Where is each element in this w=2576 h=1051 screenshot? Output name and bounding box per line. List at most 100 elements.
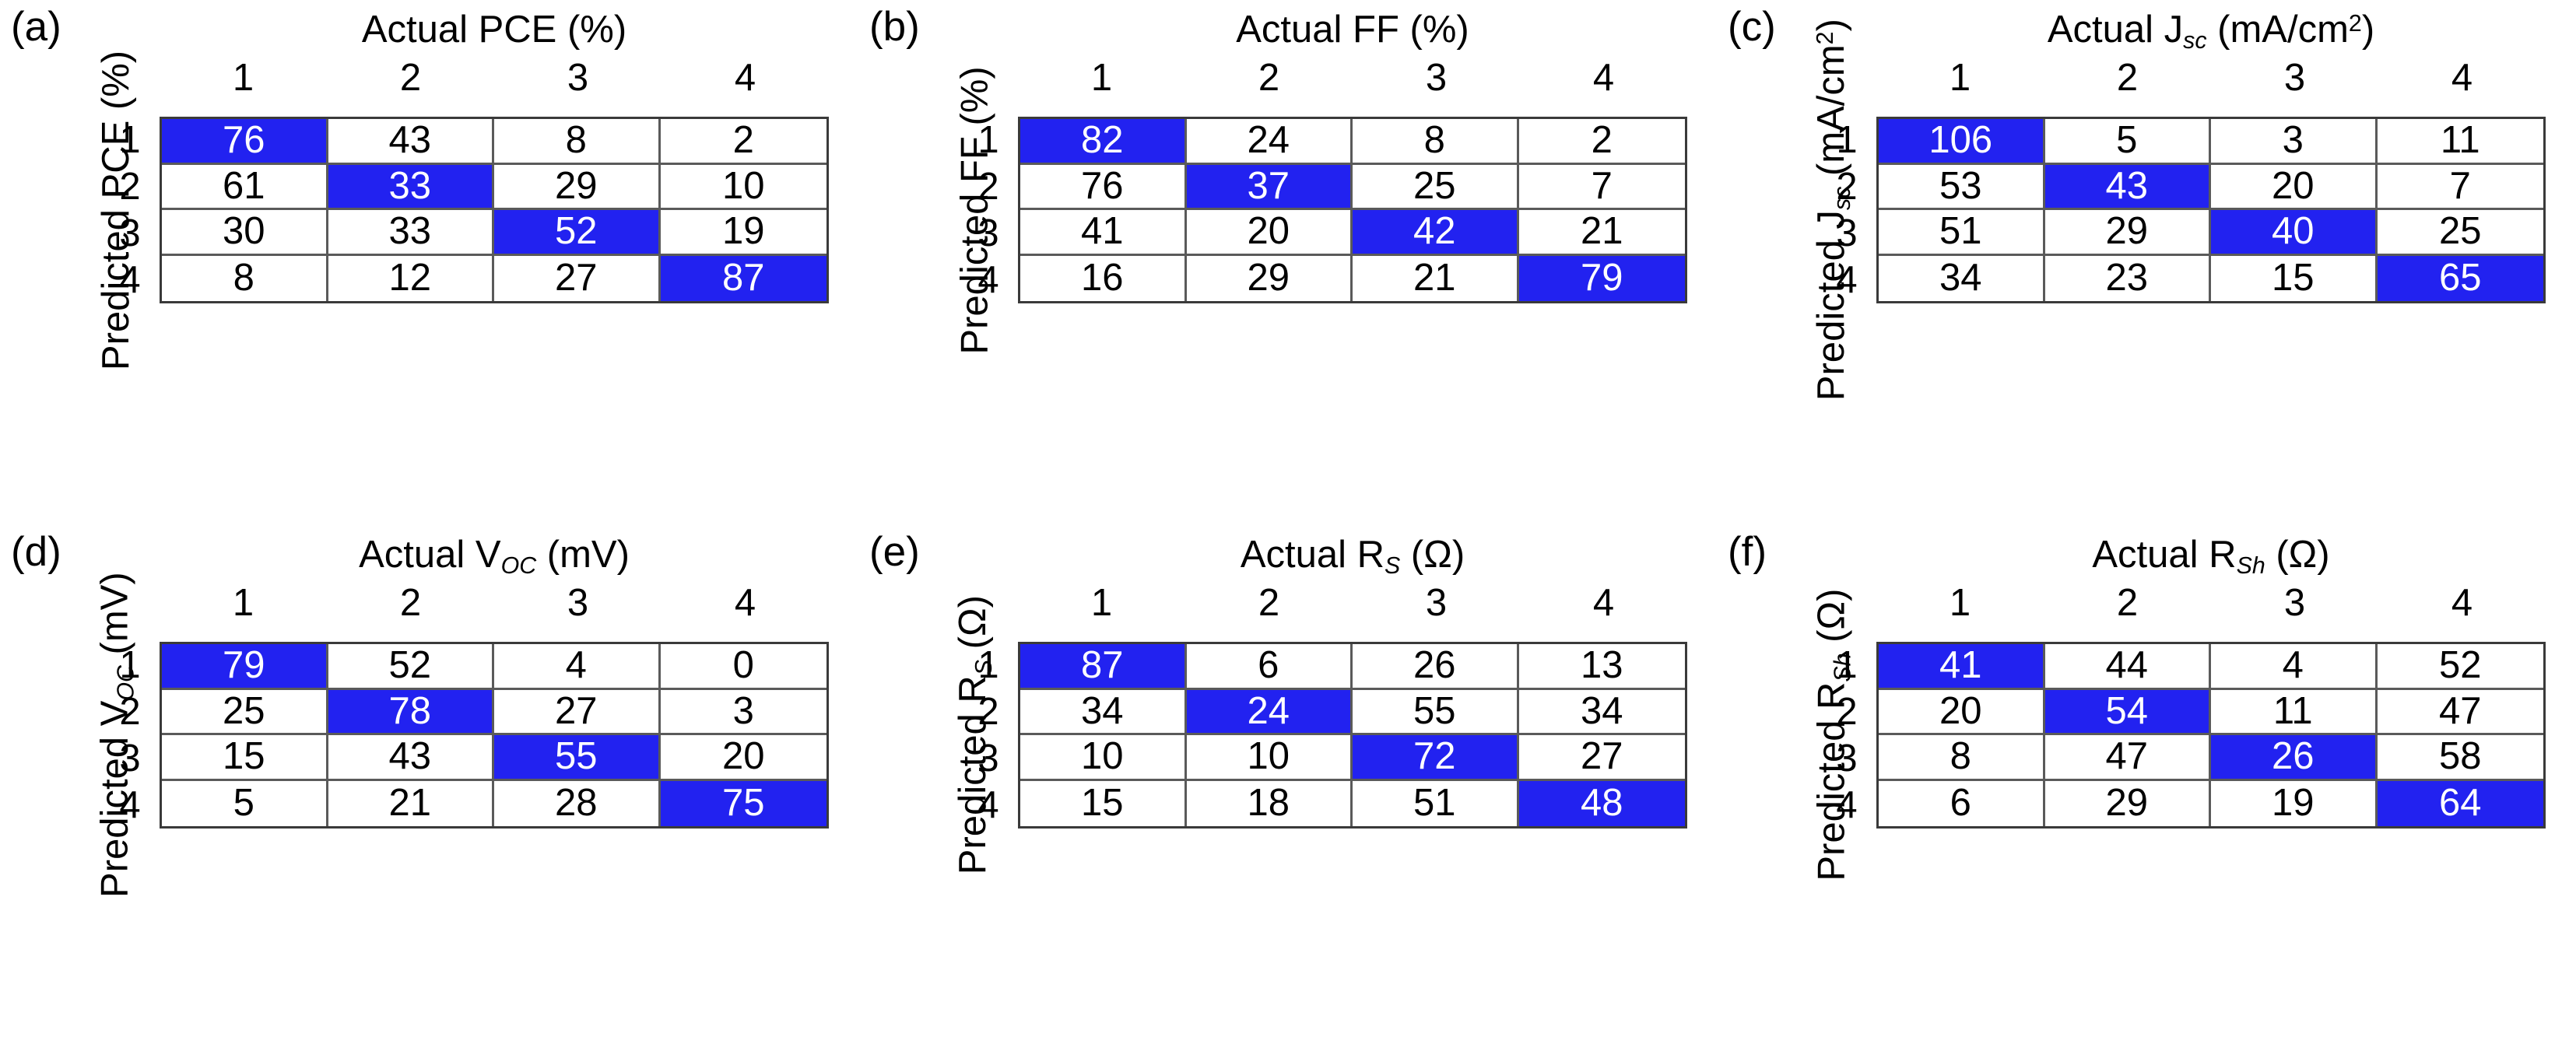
panel-letter-c: (c) (1728, 4, 1776, 50)
row-header-f-3: 3 (1836, 737, 1858, 779)
matrix-cell-c-r1c2: 5 (2044, 119, 2211, 165)
row-header-e-4: 4 (977, 783, 999, 826)
matrix-cell-c-r3c1: 51 (1879, 210, 2045, 256)
column-axis-title-c: Actual Jsc (mA/cm2) (2047, 9, 2375, 54)
matrix-cell-f-r1c3: 4 (2211, 644, 2378, 690)
matrix-cell-diagonal-d-r3c3: 55 (494, 735, 661, 781)
column-header-d-1: 1 (232, 582, 254, 624)
matrix-cell-diagonal-d-r1c1: 79 (162, 644, 328, 690)
matrix-cell-diagonal-e-r3c3: 72 (1353, 735, 1519, 781)
matrix-cell-a-r1c2: 43 (328, 119, 494, 165)
matrix-cell-diagonal-b-r4c4: 79 (1518, 255, 1685, 301)
matrix-cell-d-r1c4: 0 (660, 644, 826, 690)
column-header-b-2: 2 (1258, 57, 1280, 99)
column-header-a-2: 2 (399, 57, 422, 99)
row-header-f-4: 4 (1836, 783, 1858, 826)
matrix-cell-diagonal-b-r3c3: 42 (1353, 210, 1519, 256)
matrix-cell-a-r4c1: 8 (162, 255, 328, 301)
row-header-a-4: 4 (119, 258, 141, 301)
matrix-cell-e-r3c2: 10 (1186, 735, 1353, 781)
matrix-cell-diagonal-e-r1c1: 87 (1020, 644, 1187, 690)
matrix-cell-e-r3c1: 10 (1020, 735, 1187, 781)
column-axis-title-e: Actual RS (Ω) (1240, 534, 1465, 579)
panel-letter-f: (f) (1728, 529, 1767, 575)
column-header-c-2: 2 (2116, 57, 2139, 99)
matrix-cell-diagonal-c-r2c2: 43 (2044, 164, 2211, 210)
matrix-cell-f-r2c1: 20 (1879, 689, 2045, 735)
matrix-cell-e-r2c4: 34 (1518, 689, 1685, 735)
matrix-cell-e-r3c4: 27 (1518, 735, 1685, 781)
matrix-cell-e-r1c4: 13 (1518, 644, 1685, 690)
matrix-cell-d-r2c1: 25 (162, 689, 328, 735)
matrix-cell-f-r3c4: 58 (2377, 735, 2543, 781)
matrix-cell-f-r3c1: 8 (1879, 735, 2045, 781)
matrix-cell-e-r2c1: 34 (1020, 689, 1187, 735)
matrix-cell-diagonal-d-r2c2: 78 (328, 689, 494, 735)
matrix-cell-a-r4c3: 27 (494, 255, 661, 301)
matrix-cell-e-r4c1: 15 (1020, 780, 1187, 826)
row-header-d-3: 3 (119, 737, 141, 779)
matrix-cell-diagonal-d-r4c4: 75 (660, 780, 826, 826)
matrix-cell-b-r2c1: 76 (1020, 164, 1187, 210)
matrix-cell-diagonal-a-r4c4: 87 (660, 255, 826, 301)
matrix-cell-a-r2c1: 61 (162, 164, 328, 210)
panel-letter-b: (b) (869, 4, 920, 50)
matrix-cell-b-r4c2: 29 (1186, 255, 1353, 301)
matrix-cell-e-r4c2: 18 (1186, 780, 1353, 826)
column-header-a-4: 4 (734, 57, 756, 99)
column-header-a-1: 1 (232, 57, 254, 99)
matrix-cell-e-r1c3: 26 (1353, 644, 1519, 690)
matrix-cell-diagonal-e-r2c2: 24 (1186, 689, 1353, 735)
matrix-cell-c-r4c3: 15 (2211, 255, 2378, 301)
row-header-c-2: 2 (1836, 165, 1858, 208)
row-header-a-2: 2 (119, 165, 141, 208)
row-header-d-1: 1 (119, 643, 141, 686)
matrix-cell-diagonal-b-r2c2: 37 (1186, 164, 1353, 210)
matrix-cell-d-r1c2: 52 (328, 644, 494, 690)
matrix-cell-diagonal-f-r1c1: 41 (1879, 644, 2045, 690)
row-header-a-1: 1 (119, 118, 141, 161)
column-header-b-1: 1 (1090, 57, 1113, 99)
matrix-cell-b-r1c4: 2 (1518, 119, 1685, 165)
matrix-cell-a-r1c4: 2 (660, 119, 826, 165)
row-header-b-1: 1 (977, 118, 999, 161)
panel-letter-e: (e) (869, 529, 920, 575)
matrix-cell-diagonal-c-r3c3: 40 (2211, 210, 2378, 256)
row-header-e-1: 1 (977, 643, 999, 686)
matrix-cell-e-r1c2: 6 (1186, 644, 1353, 690)
row-header-e-3: 3 (977, 737, 999, 779)
row-header-c-3: 3 (1836, 212, 1858, 254)
matrix-cell-b-r2c4: 7 (1518, 164, 1685, 210)
column-header-c-4: 4 (2451, 57, 2473, 99)
matrix-cell-diagonal-f-r4c4: 64 (2377, 780, 2543, 826)
matrix-cell-c-r4c2: 23 (2044, 255, 2211, 301)
matrix-cell-b-r3c1: 41 (1020, 210, 1187, 256)
matrix-cell-b-r1c3: 8 (1353, 119, 1519, 165)
row-header-d-2: 2 (119, 690, 141, 733)
row-header-b-4: 4 (977, 258, 999, 301)
column-axis-title-d: Actual VOC (mV) (359, 534, 630, 579)
matrix-cell-f-r2c3: 11 (2211, 689, 2378, 735)
column-header-c-1: 1 (1949, 57, 1971, 99)
column-header-d-2: 2 (399, 582, 422, 624)
row-header-d-4: 4 (119, 783, 141, 826)
matrix-cell-b-r3c2: 20 (1186, 210, 1353, 256)
matrix-cell-f-r1c4: 52 (2377, 644, 2543, 690)
